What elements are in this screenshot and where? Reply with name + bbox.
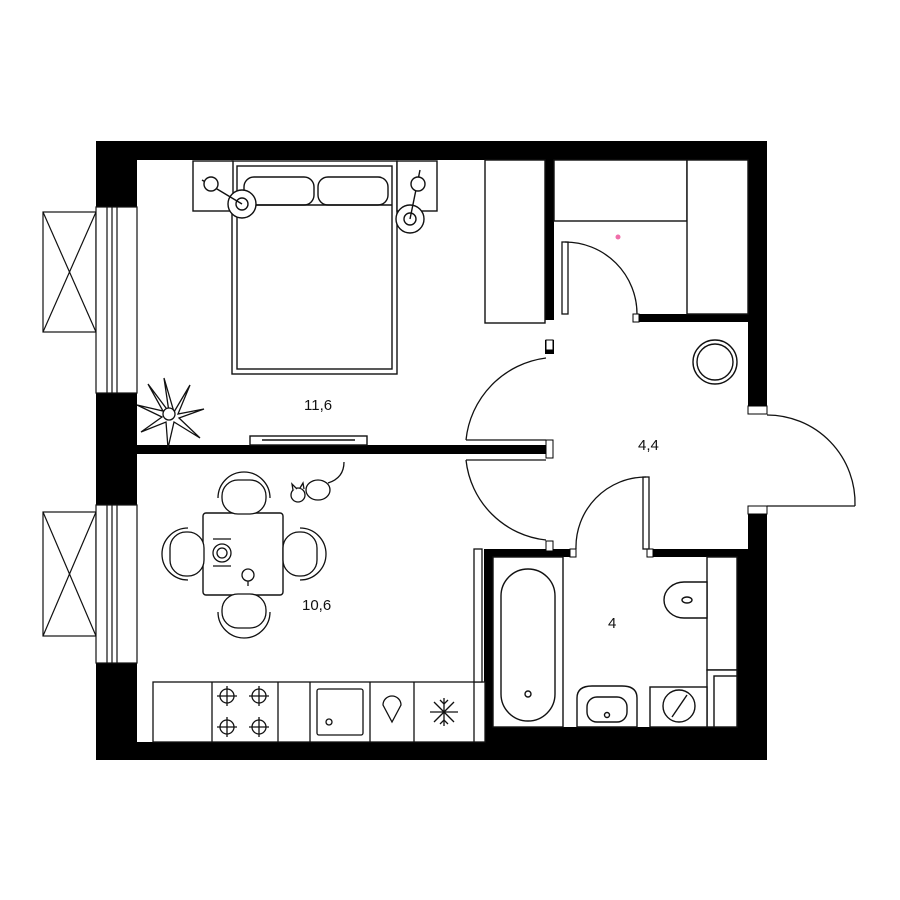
plant-icon — [136, 377, 205, 449]
nightstand-lamp-icon — [192, 160, 257, 219]
walls — [96, 141, 767, 760]
marker-dot — [615, 234, 621, 240]
wall-bath-left — [484, 549, 493, 742]
kitchen-area-label: 10,6 — [302, 597, 331, 614]
wall-bath-bottom — [484, 727, 748, 742]
toilet-icon — [663, 556, 738, 728]
wall-left-mid — [96, 393, 137, 505]
wardrobe-icon — [484, 159, 546, 324]
chair-icon — [161, 471, 327, 639]
cat-icon — [290, 461, 345, 503]
window-icon — [42, 206, 138, 394]
wall-bottom — [96, 742, 767, 760]
door-jambs — [545, 313, 768, 558]
washing-machine-icon — [649, 686, 708, 728]
tv-stand-icon — [249, 435, 368, 446]
door-swing-icon — [575, 476, 650, 550]
place-setting-icon — [212, 538, 255, 586]
wall-bath-right — [737, 549, 748, 742]
wall-partition-bed-kitchen — [137, 445, 550, 454]
wall-bath-top-left — [484, 549, 574, 557]
door-swing-icon — [465, 357, 547, 541]
wall-closet-bottom — [637, 314, 748, 322]
closet-icon — [553, 159, 749, 315]
door-swing-icon — [561, 241, 638, 315]
window-icon — [42, 504, 138, 664]
bathtub-icon — [492, 556, 564, 728]
round-table-icon — [692, 339, 738, 385]
wall-right-bottom — [748, 512, 767, 760]
nightstand-lamp-icon — [395, 160, 438, 234]
wall-left-bottom — [96, 663, 137, 760]
hall-area-label: 4,4 — [638, 437, 659, 454]
wall-closet-left — [545, 160, 554, 320]
wall-left-top — [96, 141, 137, 207]
door-swing-icon — [766, 414, 856, 507]
bathroom-area-label: 4 — [608, 615, 616, 632]
wall-right-top — [748, 141, 767, 410]
bed-icon — [231, 160, 398, 375]
sink-icon — [316, 688, 364, 736]
washbasin-icon — [576, 685, 638, 728]
wall-bath-top-right — [650, 549, 748, 557]
stove-icon — [217, 686, 269, 737]
sink-icon — [382, 695, 402, 724]
wall-top — [96, 141, 748, 160]
freezer-icon — [430, 698, 458, 726]
bedroom-area-label: 11,6 — [304, 397, 332, 414]
